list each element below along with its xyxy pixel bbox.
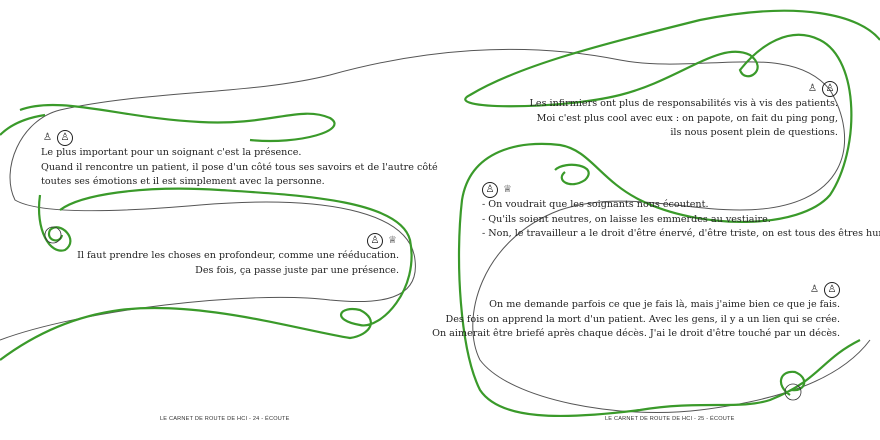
person-icon: ♙ bbox=[810, 284, 819, 295]
quote-profondeur: ♙ ♕ Il faut prendre les choses en profond… bbox=[77, 232, 399, 278]
nurse-icon: ♕ bbox=[388, 235, 397, 246]
quote-line: - Non, le travailleur a le droit d'être … bbox=[482, 228, 880, 239]
person-circled-icon: ♙ bbox=[822, 80, 838, 97]
quote-line: Des fois, ça passe juste par une présenc… bbox=[195, 264, 399, 276]
quote-line: - On voudrait que les soignants nous éco… bbox=[482, 199, 709, 210]
quote-line: Moi c'est plus cool avec eux : on papote… bbox=[536, 112, 838, 124]
quote-line: Les infirmiers ont plus de responsabilit… bbox=[529, 98, 838, 109]
quote-infirmiers: ♙ ♙ Les infirmiers ont plus de responsabi… bbox=[530, 80, 838, 141]
person-circled-icon: ♙ bbox=[824, 281, 840, 298]
quote-deces: ♙ ♙ On me demande parfois ce que je fais … bbox=[432, 281, 840, 342]
green-line bbox=[0, 9, 880, 418]
quote-presence: ♙ ♙ Le plus important pour un soignant c'… bbox=[41, 129, 438, 190]
quote-line: Des fois on apprend la mort d'un patient… bbox=[445, 313, 840, 325]
quote-line: Le plus important pour un soignant c'est… bbox=[41, 147, 302, 158]
quote-line: Quand il rencontre un patient, il pose d… bbox=[41, 161, 438, 173]
quote-line: On aimerait être briefé après chaque déc… bbox=[432, 328, 840, 339]
footer-right: LE CARNET DE ROUTE DE HCI - 25 - ÉCOUTE bbox=[605, 416, 735, 422]
spiral-icon bbox=[44, 226, 62, 244]
footer-left: LE CARNET DE ROUTE DE HCI - 24 - ÉCOUTE bbox=[160, 416, 290, 422]
quote-line: On me demande parfois ce que je fais là,… bbox=[489, 299, 840, 310]
quote-line: - Qu'ils soient neutres, on laisse les e… bbox=[482, 213, 771, 225]
quote-line: ils nous posent plein de questions. bbox=[670, 127, 838, 138]
person-circled-icon: ♙ bbox=[482, 181, 498, 198]
nurse-icon: ♕ bbox=[503, 184, 512, 195]
person-icon: ♙ bbox=[43, 132, 52, 143]
quote-line: toutes ses émotions et il est simplement… bbox=[41, 176, 325, 187]
person-circled-icon: ♙ bbox=[367, 232, 383, 249]
person-circled-icon: ♙ bbox=[57, 129, 73, 146]
quote-line: Il faut prendre les choses en profondeur… bbox=[77, 250, 399, 261]
quote-ecoutent: ♙ ♕ - On voudrait que les soignants nous … bbox=[482, 181, 880, 242]
spiral-icon bbox=[784, 383, 802, 401]
person-icon: ♙ bbox=[808, 83, 817, 94]
